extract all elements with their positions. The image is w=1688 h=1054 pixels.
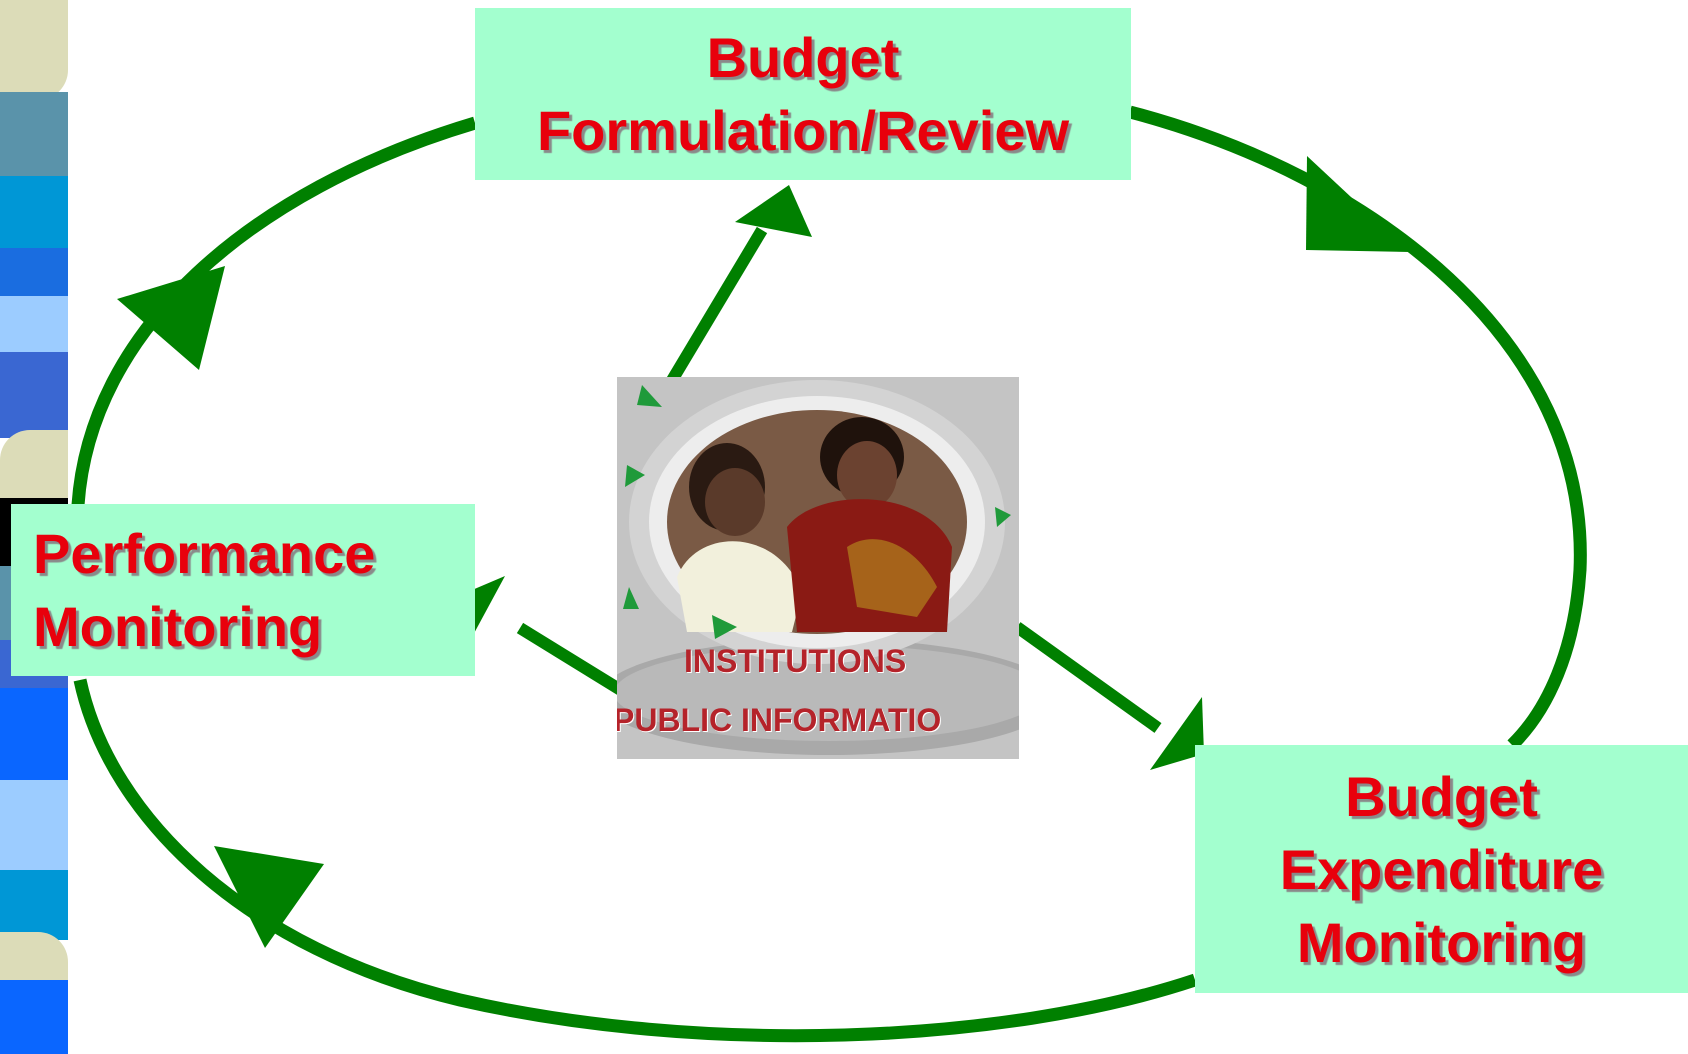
node-performance-label: Performance Monitoring bbox=[33, 522, 376, 658]
spoke-to-formulation bbox=[665, 226, 768, 386]
caption-institutions: INSTITUTIONS bbox=[684, 643, 907, 679]
arrowhead-to-expenditure bbox=[1306, 156, 1410, 252]
arrowhead-to-formulation bbox=[117, 266, 225, 370]
cycle-arc-performance-to-formulation bbox=[71, 116, 477, 506]
node-budget-expenditure-monitoring: Budget Expenditure Monitoring bbox=[1195, 745, 1688, 993]
arrowhead-spoke-formulation bbox=[735, 185, 812, 237]
arrowhead-spoke-expenditure bbox=[1150, 697, 1204, 770]
cycle-arc-expenditure-to-performance bbox=[73, 678, 1198, 1043]
spoke-to-expenditure bbox=[1013, 622, 1162, 733]
node-formulation-label: Budget Formulation/Review bbox=[536, 26, 1070, 162]
node-expenditure-label: Budget Expenditure Monitoring bbox=[1279, 764, 1604, 974]
cycle-ring bbox=[71, 105, 1587, 1043]
institutions-logo bbox=[617, 377, 1019, 759]
node-budget-formulation-review: Budget Formulation/Review bbox=[475, 8, 1131, 180]
arrowhead-to-performance bbox=[214, 846, 324, 948]
cycle-arc-formulation-to-expenditure bbox=[1128, 105, 1587, 750]
center-institutions-image: INSTITUTIONS PUBLIC INFORMATIO bbox=[617, 377, 1019, 759]
node-performance-monitoring: Performance Monitoring bbox=[11, 504, 475, 676]
caption-public-information: PUBLIC INFORMATIO bbox=[617, 702, 942, 738]
